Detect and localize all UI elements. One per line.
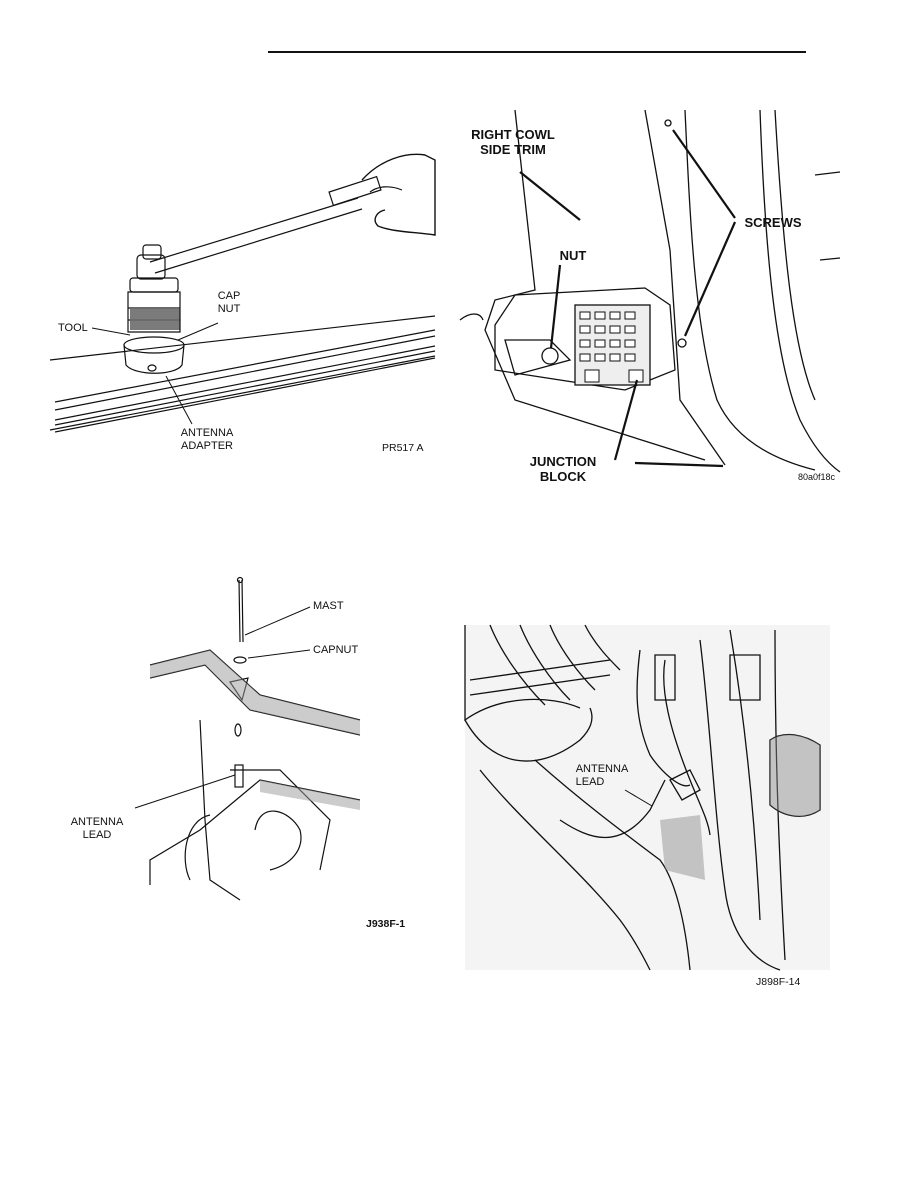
label-screws: SCREWS: [744, 215, 802, 230]
figure-cowl-trim: RIGHT COWL SIDE TRIM NUT SCREWS JUNCTION…: [455, 100, 843, 490]
mast-assembly-illustration: [134, 576, 361, 901]
label-mast: MAST: [313, 600, 344, 612]
label-side-trim: SIDE TRIM: [480, 142, 546, 157]
figure-code: PR517 A: [382, 442, 424, 454]
label-adapter: ADAPTER: [181, 440, 233, 452]
label-right-cowl: RIGHT COWL: [471, 127, 555, 142]
label-block: BLOCK: [539, 469, 587, 484]
figure-mast-assembly: MAST CAPNUT ANTENNA LEAD J938F-1: [60, 570, 430, 940]
figure-antenna-lead: ANTENNA LEAD J898F-14: [460, 620, 835, 992]
label-antenna: ANTENNA: [575, 763, 629, 775]
label-cap: CAP: [217, 290, 241, 302]
label-antenna: ANTENNA: [70, 816, 124, 828]
label-antenna: ANTENNA: [180, 427, 234, 439]
cap-nut-tool-illustration: [49, 153, 436, 433]
label-capnut: CAPNUT: [313, 644, 359, 656]
label-nut: NUT: [559, 248, 587, 263]
antenna-lead-illustration: [464, 624, 830, 971]
figure-code: 80a0f18c: [798, 472, 836, 482]
figure-code: J898F-14: [756, 976, 801, 988]
header-rule: [268, 51, 806, 53]
label-junction: JUNCTION: [529, 454, 597, 469]
label-lead: LEAD: [575, 776, 605, 788]
label-lead: LEAD: [82, 829, 112, 841]
label-nut: NUT: [217, 303, 241, 315]
figure-cap-nut-tool: TOOL CAP NUT ANTENNA ADAPTER PR517 A: [40, 140, 440, 470]
figure-code: J938F-1: [366, 918, 406, 930]
cowl-trim-illustration: [459, 109, 841, 473]
label-tool: TOOL: [58, 322, 88, 334]
